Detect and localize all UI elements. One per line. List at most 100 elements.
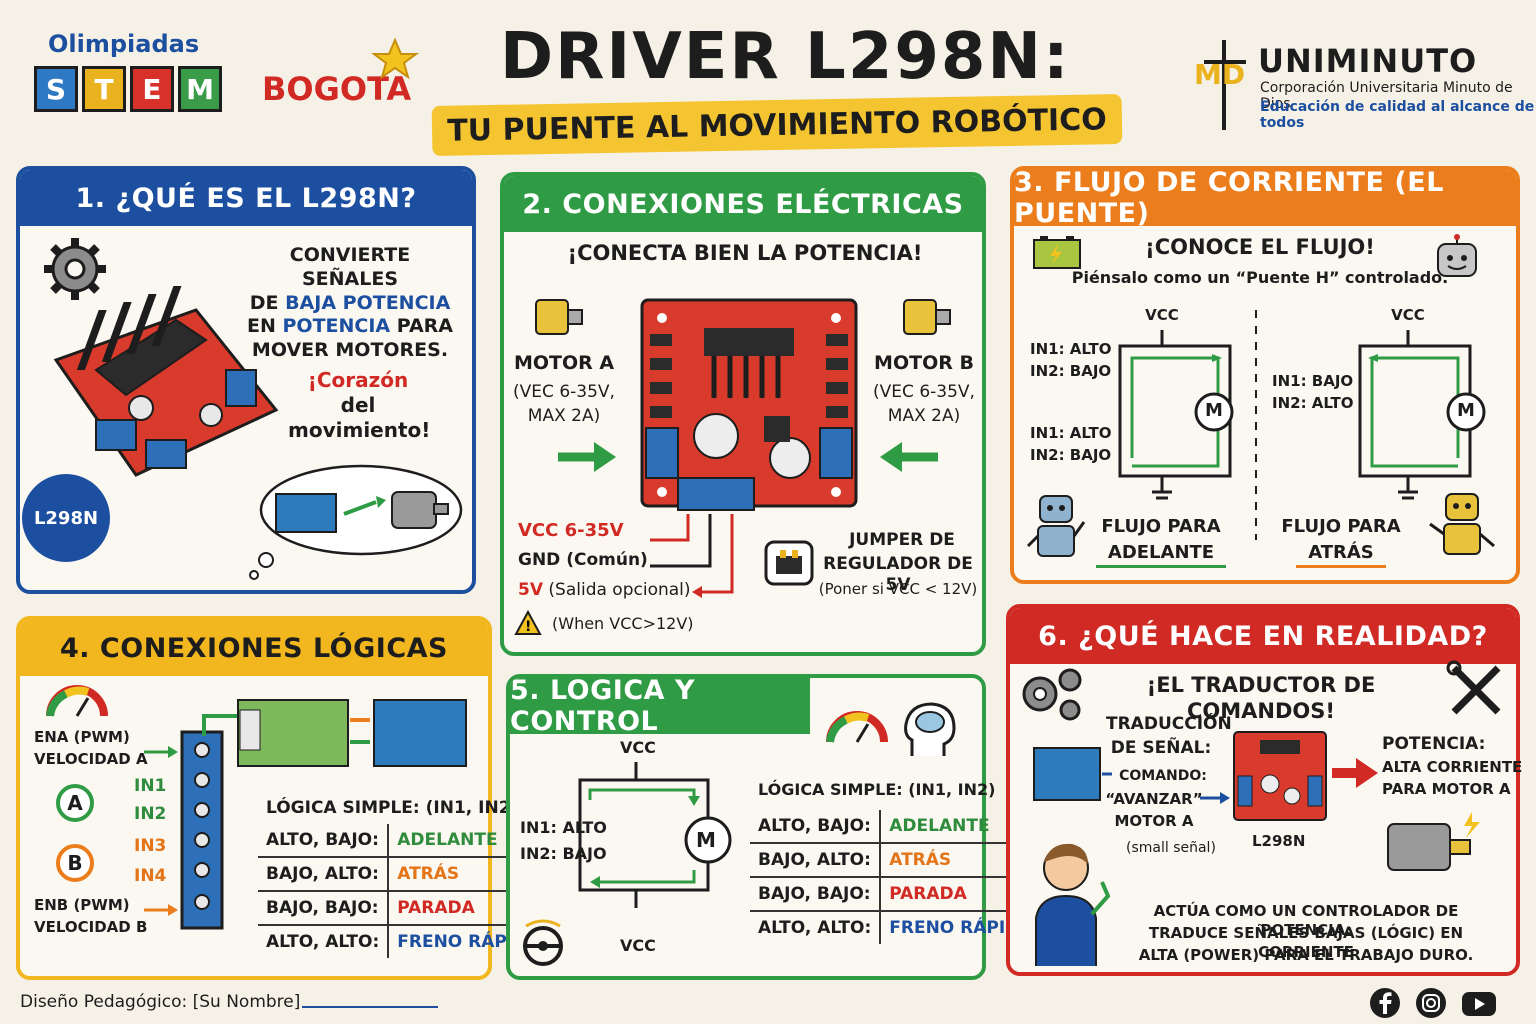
p5-bridge-diagram: [578, 762, 732, 908]
motor-icon: [1387, 812, 1480, 871]
table-row: ALTO, ALTO:FRENO RÁPIDO: [750, 911, 1042, 944]
in2-label: IN2: [134, 804, 167, 824]
robot-backward-icon: [1429, 493, 1495, 555]
l298n-board-top-view: [640, 298, 858, 511]
stem-logo: S T E M: [34, 66, 222, 112]
p3-fwd-line2: ADELANTE: [1096, 542, 1226, 568]
stem-letter: E: [130, 66, 174, 112]
panel-current-flow: 3. FLUJO DE CORRIENTE (EL PUENTE): [1010, 166, 1520, 584]
p6-cmd-line1: COMANDO:: [1119, 768, 1207, 784]
robot-forward-icon: [1026, 495, 1086, 557]
p3-motor-right: M: [1457, 400, 1475, 421]
p4-row-value: FRENO RÁPIDO: [397, 932, 542, 952]
p5-motor: M: [696, 828, 716, 852]
bogota-logo: BOGOTA: [262, 70, 412, 108]
svg-text:!: !: [525, 619, 531, 635]
arrow-left-icon: [880, 442, 938, 472]
battery-icon: [1033, 236, 1081, 269]
panel-logic-connections-title: 4. CONEXIONES LÓGICAS: [20, 620, 488, 676]
p3-bwd-line2: ATRÁS: [1296, 542, 1386, 568]
in3-label: IN3: [134, 836, 167, 856]
table-row: ALTO, BAJO:ADELANTE: [750, 810, 1042, 844]
p3-fwd-line1: FLUJO PARA: [1101, 516, 1221, 537]
facebook-icon[interactable]: [1368, 986, 1402, 1020]
p3-vcc-right: VCC: [1391, 306, 1425, 324]
p5-vcc-bottom: VCC: [620, 936, 656, 955]
p5-row-key: BAJO, ALTO:: [750, 843, 882, 878]
panel-logic-control-title: 5. LÓGICA Y CONTROL: [510, 678, 810, 737]
p3-left-in2a: IN2: BAJO: [1030, 362, 1112, 380]
footer-name-line: [302, 1006, 438, 1008]
panel-electrical-title: 2. CONEXIONES ELÉCTRICAS: [504, 176, 982, 232]
arduino-connection: [202, 699, 467, 767]
v5-label: 5V (Salida opcional): [518, 580, 691, 600]
arduino-icon: [1033, 747, 1112, 801]
p5-logic-table: ALTO, BAJO:ADELANTE BAJO, ALTO:ATRÁS BAJ…: [750, 810, 1042, 944]
big-arrow-icon: [1332, 758, 1378, 788]
jumper-line3: (Poner si VCC < 12V): [818, 580, 978, 598]
p1-text-c: BAJA POTENCIA: [285, 291, 451, 314]
stem-letter: M: [178, 66, 222, 112]
p6-chip-label: L298N: [1252, 832, 1306, 850]
motor-b-label: MOTOR B: [874, 352, 974, 374]
p3-vcc-left: VCC: [1145, 306, 1179, 324]
p6-small-signal: (small señal): [1126, 840, 1216, 856]
p6-trad-line2: DE SEÑAL:: [1110, 738, 1212, 758]
p3-bwd-line1: FLUJO PARA: [1281, 516, 1401, 537]
instagram-icon[interactable]: [1414, 986, 1448, 1020]
p3-tagline: ¡CONOCE EL FLUJO!: [1145, 235, 1375, 259]
youtube-icon[interactable]: [1460, 986, 1498, 1020]
uniminuto-logo-icon: MD: [1194, 40, 1246, 130]
uni-line1: Corporación Universitaria Minuto de Dios: [1260, 80, 1513, 112]
motor-b-icon: [903, 299, 951, 335]
star-icon: [371, 37, 419, 80]
page-title: DRIVER L298N:: [500, 20, 1071, 94]
p1-text-e: POTENCIA: [282, 315, 391, 338]
p4-row-key: BAJO, ALTO:: [258, 857, 390, 892]
p1-text-a: CONVIERTE SEÑALES: [289, 244, 411, 290]
p5-in2: IN2: BAJO: [520, 844, 607, 863]
motor-a-label: MOTOR A: [513, 352, 615, 374]
p5-row-key: ALTO, ALTO:: [750, 911, 882, 944]
p6-desc-line2: TRADUCE SEÑALES BAJAS (LÓGIC) EN CORRIEN…: [1148, 924, 1464, 961]
motor-a-spec1: (VEC 6-35V,: [513, 382, 615, 402]
thought-bubble-icon: [249, 464, 463, 580]
arrow-right-icon: [1200, 792, 1230, 804]
l298n-small-board: [1233, 731, 1327, 821]
jumper-line2: REGULADOR DE 5V: [823, 554, 973, 596]
motor-a-spec2: MAX 2A): [527, 406, 601, 426]
arrow-right-icon: [558, 442, 616, 472]
l298n-board-illustration: [53, 286, 279, 477]
p1-text-g: MOVER MOTORES.: [251, 339, 449, 361]
divider-dashed: [1255, 310, 1257, 540]
p6-pot-line3: PARA MOTOR A: [1382, 780, 1511, 798]
p6-cmd-line2: “AVANZAR”: [1105, 790, 1203, 808]
panel-logic-connections: 4. CONEXIONES LÓGICAS: [16, 616, 492, 980]
motor-a-circle: A: [56, 784, 94, 822]
in4-label: IN4: [134, 866, 167, 886]
p5-in1: IN1: ALTO: [520, 818, 607, 837]
in1-label: IN1: [134, 776, 167, 796]
stem-small-label: Olimpiadas: [48, 30, 200, 58]
jumper-icon: [764, 540, 814, 586]
ena-line2: VELOCIDAD A: [34, 750, 148, 768]
uni-line2: Educación de calidad al alcance de todos: [1260, 99, 1535, 131]
motor-b-circle: B: [56, 844, 94, 882]
p3-right-in1: IN1: BAJO: [1272, 372, 1354, 390]
motor-b-spec2: MAX 2A): [887, 406, 961, 426]
p4-table-title: LÓGICA SIMPLE: (IN1, IN2): [266, 798, 519, 818]
jumper-line1: JUMPER DE: [849, 530, 955, 550]
panel-current-flow-title: 3. FLUJO DE CORRIENTE (EL PUENTE): [1014, 170, 1516, 229]
p6-desc-line3: ALTA (POWER) PARA EL TRABAJO DURO.: [1138, 946, 1474, 964]
table-row: ALTO, ALTO:FRENO RÁPIDO: [258, 925, 550, 958]
p1-text-f: PARA: [396, 315, 453, 338]
tools-icon: [1446, 660, 1501, 715]
speedometer-icon: [46, 685, 108, 717]
p6-pot-line2: ALTA CORRIENTE: [1382, 758, 1523, 776]
p5-row-key: BAJO, BAJO:: [750, 877, 882, 912]
p5-row-key: ALTO, BAJO:: [750, 810, 882, 844]
p3-sub: Piénsalo como un “Puente H” controlado.: [1071, 268, 1449, 287]
p1-description: CONVIERTE SEÑALES DE BAJA POTENCIA EN PO…: [240, 244, 460, 363]
enb-line2: VELOCIDAD B: [34, 918, 148, 936]
warning-icon: !: [514, 609, 542, 635]
